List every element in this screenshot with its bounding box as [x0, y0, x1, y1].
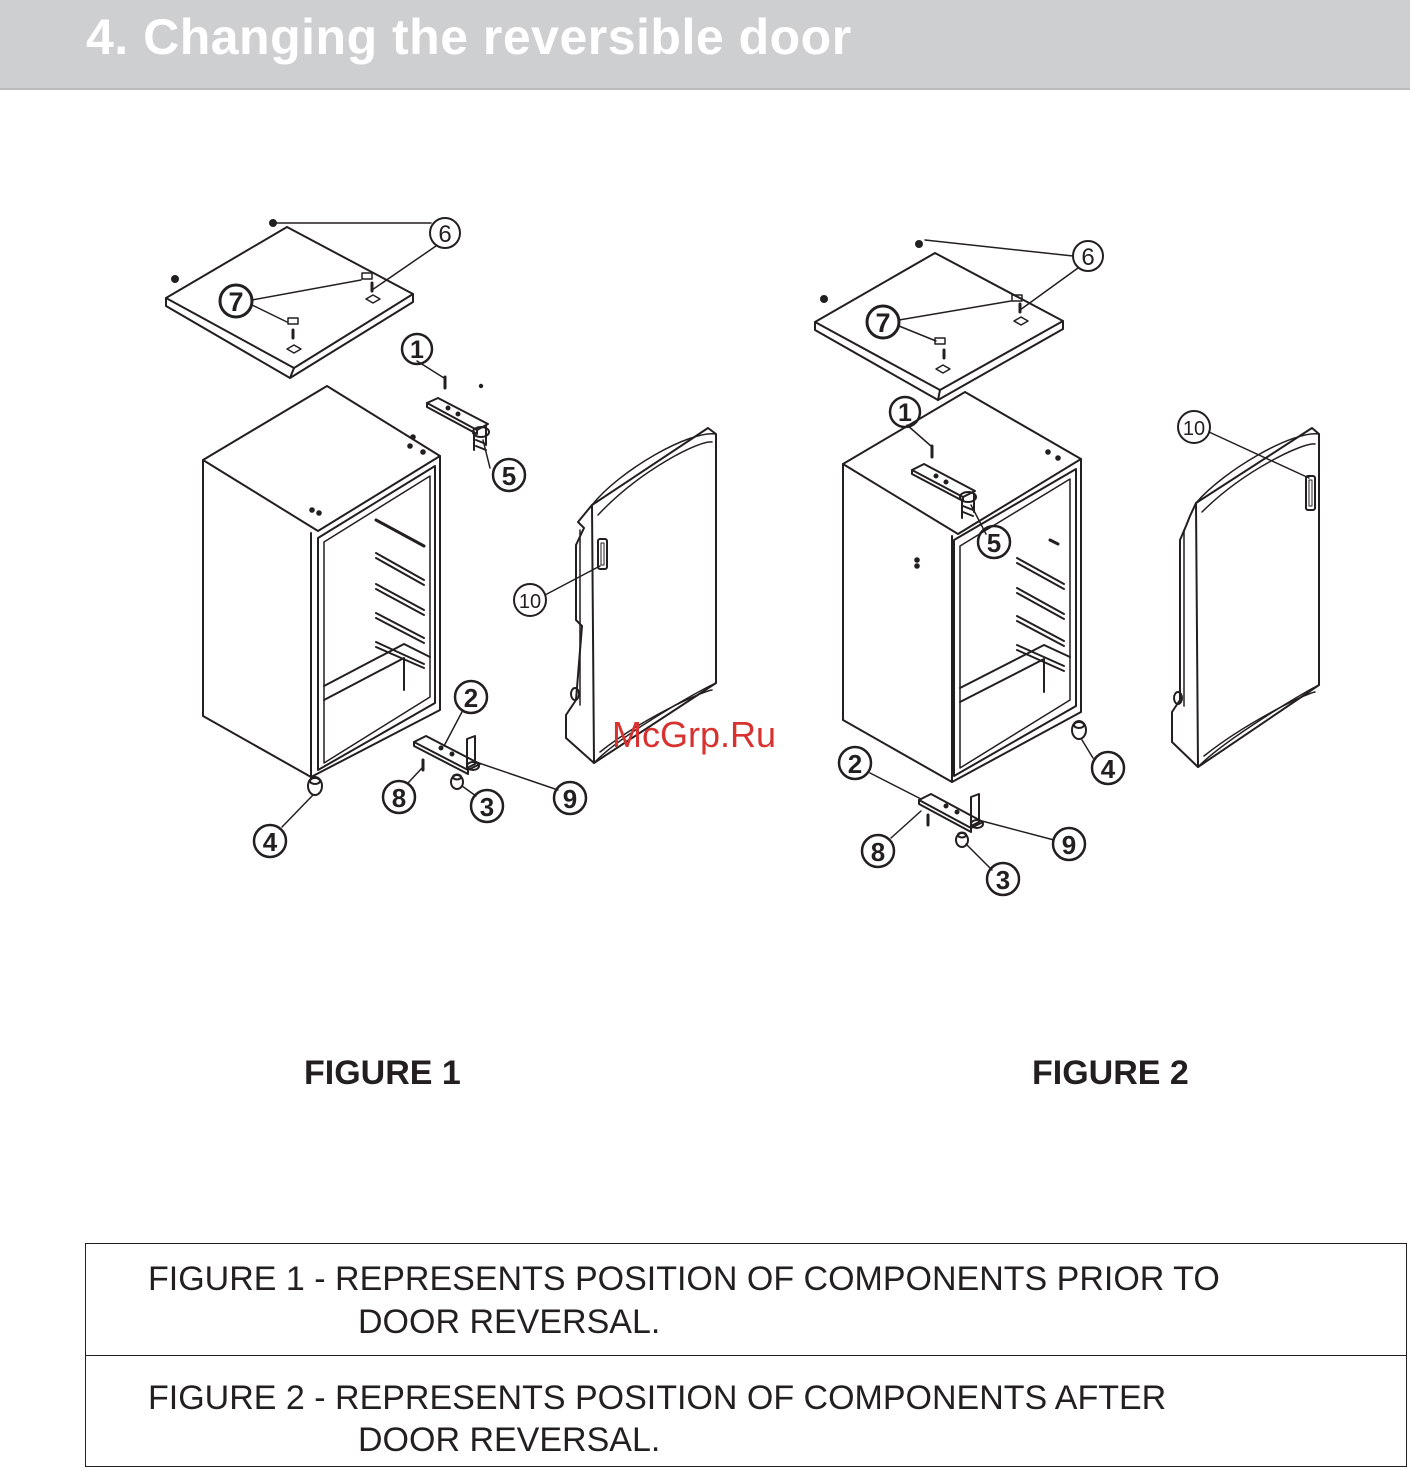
- fig1-callout-6: 6: [430, 218, 460, 248]
- note-text: FIGURE 1 - REPRESENTS POSITION OF COMPON…: [148, 1260, 1220, 1299]
- svg-text:3: 3: [480, 792, 494, 822]
- fig1-callout-7: 7: [220, 285, 252, 317]
- fig2-callout-9: 9: [1053, 828, 1085, 860]
- fig1-door: [566, 428, 716, 763]
- svg-text:1: 1: [410, 336, 424, 364]
- fig1-callout-8: 8: [383, 781, 415, 813]
- svg-text:6: 6: [1081, 244, 1094, 271]
- svg-text:5: 5: [987, 528, 1001, 558]
- svg-text:7: 7: [228, 287, 243, 317]
- fig1-callout-1: 1: [402, 334, 432, 364]
- fig1-callouts: 6 7 1 5 10 2 8 3 9 4: [220, 218, 586, 857]
- svg-text:4: 4: [1101, 754, 1116, 784]
- note-text-continued: DOOR REVERSAL.: [358, 1303, 660, 1342]
- note-text-continued: DOOR REVERSAL.: [358, 1421, 660, 1460]
- svg-text:10: 10: [1183, 418, 1205, 440]
- fig2-leader-lines: [870, 240, 1309, 870]
- fig1-callout-3: 3: [471, 790, 503, 822]
- fig2-callout-1: 1: [890, 397, 920, 427]
- figure-2-caption: FIGURE 2: [1032, 1054, 1189, 1093]
- fig2-callout-8: 8: [862, 835, 894, 867]
- fig1-callout-9: 9: [554, 782, 586, 814]
- note-text: FIGURE 2 - REPRESENTS POSITION OF COMPON…: [148, 1379, 1166, 1418]
- fig2-callout-4: 4: [1092, 752, 1124, 784]
- figure-1-drawing: 6 7 1 5 10 2 8 3 9 4: [166, 218, 716, 857]
- fig2-worktop: [815, 241, 1063, 400]
- fig2-callout-10: 10: [1178, 411, 1210, 443]
- svg-text:1: 1: [898, 399, 912, 427]
- fig2-bottom-hinge: [919, 794, 983, 847]
- fig1-callout-2: 2: [455, 681, 487, 713]
- svg-text:9: 9: [563, 784, 577, 814]
- figure-1-caption: FIGURE 1: [304, 1054, 461, 1093]
- fig2-callout-3: 3: [987, 863, 1019, 895]
- fig2-callout-2: 2: [839, 747, 871, 779]
- note-row-figure-1: FIGURE 1 - REPRESENTS POSITION OF COMPON…: [86, 1244, 1406, 1356]
- notes-table: FIGURE 1 - REPRESENTS POSITION OF COMPON…: [85, 1243, 1407, 1467]
- door-reversal-diagram: 6 7 1 5 10 2 8 3 9 4: [0, 0, 1410, 1000]
- svg-text:2: 2: [848, 749, 862, 779]
- svg-text:8: 8: [871, 837, 885, 867]
- svg-text:8: 8: [392, 783, 406, 813]
- svg-text:6: 6: [438, 221, 451, 248]
- svg-text:10: 10: [519, 591, 541, 613]
- svg-text:2: 2: [464, 683, 478, 713]
- fig2-top-hinge: [912, 446, 976, 518]
- svg-text:5: 5: [502, 461, 516, 491]
- figure-2-drawing: 6 7 1 10 5 2 4 9 8 3: [815, 240, 1319, 895]
- fig1-cabinet: [203, 386, 440, 795]
- svg-text:4: 4: [263, 827, 278, 857]
- fig1-top-hinge: [427, 377, 489, 450]
- svg-text:3: 3: [996, 865, 1010, 895]
- fig1-worktop: [166, 220, 413, 378]
- watermark: McGrp.Ru: [612, 714, 776, 756]
- svg-text:9: 9: [1062, 830, 1076, 860]
- fig2-door: [1172, 428, 1319, 767]
- fig2-callout-7: 7: [867, 306, 899, 338]
- fig1-bottom-hinge: [414, 736, 480, 789]
- note-row-figure-2: FIGURE 2 - REPRESENTS POSITION OF COMPON…: [86, 1356, 1406, 1466]
- fig2-cabinet: [843, 392, 1086, 782]
- svg-text:7: 7: [875, 308, 890, 338]
- fig2-callout-5: 5: [978, 526, 1010, 558]
- fig1-callout-10: 10: [514, 584, 546, 616]
- fig2-callout-6: 6: [1073, 241, 1103, 271]
- fig1-callout-5: 5: [493, 459, 525, 491]
- fig1-callout-4: 4: [254, 825, 286, 857]
